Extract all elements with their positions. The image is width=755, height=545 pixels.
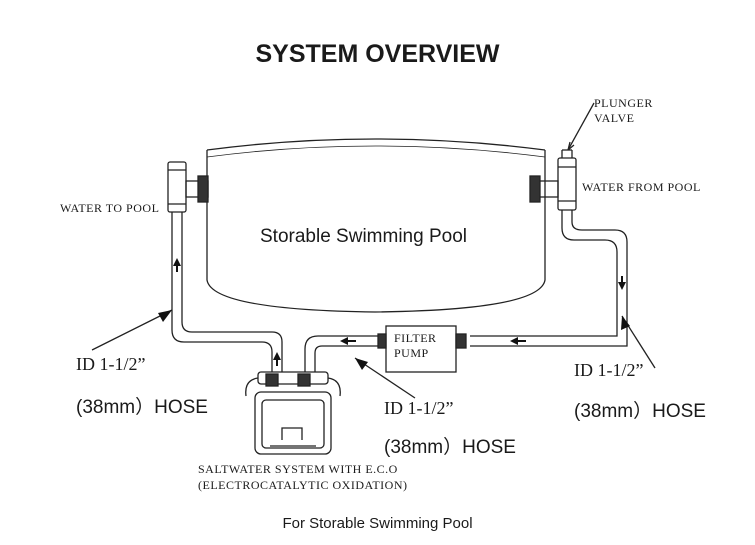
saltwater-line-2: (ELECTROCATALYTIC OXIDATION) xyxy=(198,478,408,492)
left-hose xyxy=(171,212,273,372)
flow-arrow-left-center xyxy=(340,337,348,345)
hose-center-size: (38mm）HOSE xyxy=(384,437,516,458)
hose-left-size: (38mm）HOSE xyxy=(76,397,208,418)
plunger-valve-line-1: PLUNGER xyxy=(594,96,653,110)
flow-arrow-up-left xyxy=(173,258,181,266)
page-title: SYSTEM OVERVIEW xyxy=(255,40,500,68)
saltwater-line-1: SALTWATER SYSTEM WITH E.C.O xyxy=(198,462,398,476)
hose-right-id: ID 1-1/2” xyxy=(574,360,644,380)
filter-pump-box xyxy=(385,325,457,373)
center-hose xyxy=(304,335,380,372)
hose-center-id: ID 1-1/2” xyxy=(384,398,454,418)
pool-rim xyxy=(206,138,546,151)
pool-body xyxy=(206,150,546,313)
filter-pump-label: FILTER PUMP xyxy=(394,331,437,361)
water-from-pool-label: WATER FROM POOL xyxy=(582,180,701,194)
filter-pump-line-2: PUMP xyxy=(394,346,429,360)
saltwater-unit xyxy=(245,371,341,455)
pool-label: Storable Swimming Pool xyxy=(260,226,467,247)
water-to-pool-label: WATER TO POOL xyxy=(60,201,160,215)
leader-left xyxy=(91,309,173,351)
flow-arrow-up-pump xyxy=(273,352,281,360)
left-return-fitting xyxy=(167,161,209,213)
plunger-valve xyxy=(529,149,577,211)
plunger-valve-label: PLUNGER VALVE xyxy=(594,96,653,126)
plunger-valve-line-2: VALVE xyxy=(594,111,635,125)
saltwater-system-label: SALTWATER SYSTEM WITH E.C.O (ELECTROCATA… xyxy=(198,461,407,493)
flow-arrow-left-pump xyxy=(510,337,518,345)
filter-pump-line-1: FILTER xyxy=(394,331,437,345)
caption: For Storable Swimming Pool xyxy=(282,515,473,532)
hose-right-size: (38mm）HOSE xyxy=(574,401,706,422)
right-hose xyxy=(470,210,618,337)
hose-left-id: ID 1-1/2” xyxy=(76,354,146,374)
flow-arrow-down-right xyxy=(618,282,626,290)
